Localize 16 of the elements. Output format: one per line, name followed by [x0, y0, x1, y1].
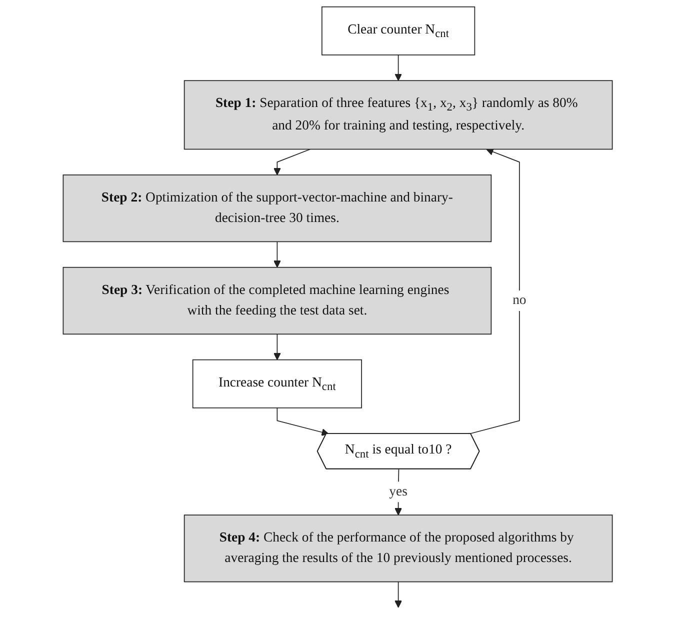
edge-label: yes: [389, 484, 408, 499]
arrow: [274, 241, 282, 268]
node-box: Clear counter N$_{cnt}$: [322, 6, 476, 56]
node-box: Step 4: Check of the performance of the proposed algorithms by averaging the results of the 10 previously mentioned processes.: [184, 514, 613, 582]
node-box: Step 1: Separation of three features {x$_{1}$, x$_{2}$, x$_{3}$} randomly as 80% and 20% for training and testing, respectively.: [184, 80, 613, 150]
node-box: Step 3: Verification of the completed machine learning engines with the feeding the test data set.: [63, 266, 492, 335]
edge-label: no: [512, 293, 527, 308]
arrow: [274, 148, 311, 176]
node-box: Increase counter N$_{cnt}$: [192, 359, 362, 408]
arrow: [394, 581, 402, 608]
arrow: [394, 468, 402, 516]
arrow: [468, 148, 520, 434]
node-box: Step 2: Optimization of the support-vector-machine and binary-decision-tree 30 times.: [63, 174, 492, 242]
arrow: [394, 54, 402, 81]
arrow: [274, 334, 282, 360]
arrow: [277, 407, 330, 436]
